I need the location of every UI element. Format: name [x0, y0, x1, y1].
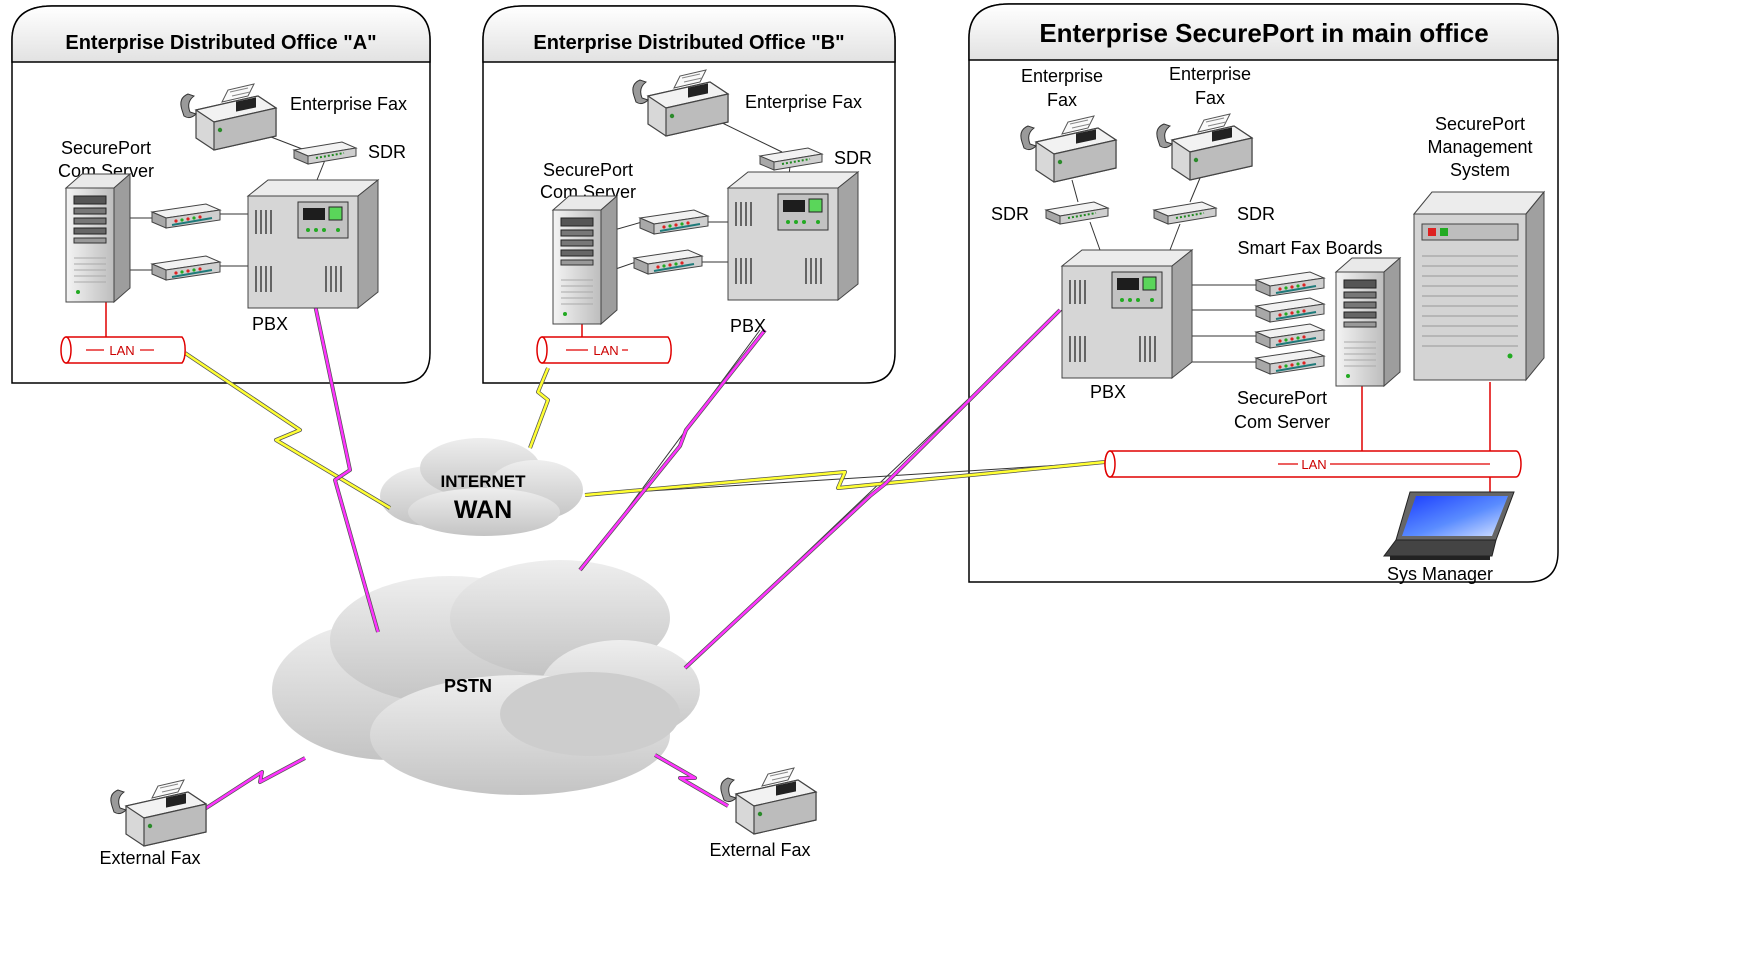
external-fax-1-label: External Fax — [99, 848, 200, 868]
main-com-server-icon — [1335, 257, 1401, 387]
mgmt-server-icon — [1412, 190, 1546, 382]
mgmt-label-1: SecurePort — [1435, 114, 1525, 134]
office-a-lan: LAN — [60, 336, 186, 364]
internet-links — [183, 351, 1106, 510]
office-a-fax-label: Enterprise Fax — [290, 94, 407, 114]
main-sdr-1-label: SDR — [991, 204, 1029, 224]
laptop-label: Sys Manager — [1387, 564, 1493, 584]
pstn-cloud: PSTN — [272, 560, 700, 795]
mgmt-label-3: System — [1450, 160, 1510, 180]
mgmt-label-2: Management — [1427, 137, 1532, 157]
main-sdr-2-label: SDR — [1237, 204, 1275, 224]
office-b-pbx-icon — [727, 171, 859, 301]
office-b-pbx-label: PBX — [730, 316, 766, 336]
office-a-pbx-icon — [247, 179, 379, 309]
main-lan-label: LAN — [1301, 457, 1326, 472]
office-b-server-label-1: SecurePort — [543, 160, 633, 180]
main-server-label-2: Com Server — [1234, 412, 1330, 432]
office-b-title: Enterprise Distributed Office "B" — [533, 32, 844, 54]
internet-label: INTERNET — [441, 472, 527, 491]
office-a-server-label-1: SecurePort — [61, 138, 151, 158]
smart-fax-boards-label: Smart Fax Boards — [1237, 238, 1382, 258]
office-a-pbx-label: PBX — [252, 314, 288, 334]
office-b-lan-label: LAN — [593, 343, 618, 358]
pstn-label: PSTN — [444, 676, 492, 696]
main-fax-2-label-2: Fax — [1195, 88, 1225, 108]
laptop-icon — [1383, 491, 1515, 560]
main-pbx-label: PBX — [1090, 382, 1126, 402]
main-pbx-icon — [1061, 249, 1193, 379]
main-office-title: Enterprise SecurePort in main office — [1039, 18, 1488, 48]
office-b-sdr-label: SDR — [834, 148, 872, 168]
wan-label: WAN — [454, 496, 512, 524]
office-a-title: Enterprise Distributed Office "A" — [65, 32, 376, 54]
main-office-lan: LAN — [1104, 450, 1522, 478]
main-fax-2-label-1: Enterprise — [1169, 64, 1251, 84]
office-a-sdr-label: SDR — [368, 142, 406, 162]
office-a-lan-label: LAN — [109, 343, 134, 358]
office-a-server-icon — [65, 173, 131, 303]
external-fax-2-icon — [720, 767, 817, 835]
main-fax-1-label-1: Enterprise — [1021, 66, 1103, 86]
external-fax-1-icon — [110, 779, 207, 847]
internet-cloud: INTERNET WAN — [380, 438, 583, 536]
external-fax-2-label: External Fax — [709, 840, 810, 860]
pstn-links — [198, 299, 1062, 814]
office-b-fax-label: Enterprise Fax — [745, 92, 862, 112]
main-fax-1-label-2: Fax — [1047, 90, 1077, 110]
office-b-lan: LAN — [536, 336, 672, 364]
office-b-server-icon — [552, 195, 618, 325]
main-server-label-1: SecurePort — [1237, 388, 1327, 408]
